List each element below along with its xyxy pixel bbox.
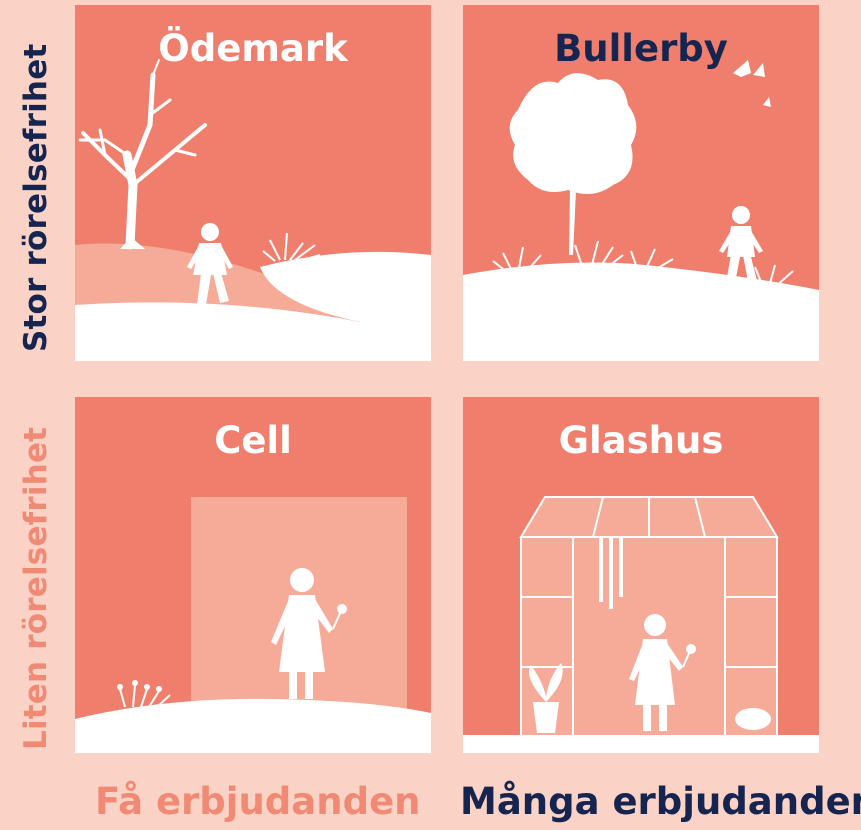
child-silhouette-icon — [629, 614, 683, 731]
grass-icon — [492, 240, 794, 288]
child-silhouette-icon — [187, 223, 233, 305]
bare-tree-icon — [78, 59, 207, 250]
x-axis-label-right: Många erbjudanden — [460, 780, 861, 823]
child-silhouette-icon — [719, 206, 763, 288]
flower-icon — [119, 684, 171, 708]
potted-plant-icon — [528, 663, 563, 733]
flower-icon — [332, 604, 347, 630]
quadrant-title: Bullerby — [554, 27, 728, 70]
y-axis-label-top: Stor rörelsefrihet — [18, 43, 54, 352]
quadrant-cell: Cell — [75, 397, 431, 753]
quadrant-glashus: Glashus — [463, 397, 819, 753]
butterfly-icon — [733, 60, 771, 107]
bullerby-illustration — [463, 60, 819, 361]
child-silhouette-icon — [271, 568, 333, 699]
hanging-plant-icon — [599, 537, 623, 609]
cabbage-icon — [735, 708, 771, 730]
flower-icon — [682, 644, 696, 668]
shrub-icon — [262, 232, 321, 262]
quadrant-title: Ödemark — [158, 27, 348, 70]
quadrant-bullerby: Bullerby — [463, 5, 819, 361]
y-axis-label-bottom: Liten rörelsefrihet — [18, 426, 54, 750]
quadrant-title: Cell — [214, 419, 292, 462]
odemark-illustration — [75, 59, 431, 361]
x-axis-label-left: Få erbjudanden — [95, 780, 421, 823]
leafy-tree-icon — [509, 73, 637, 255]
quadrant-odemark: Ödemark — [75, 5, 431, 361]
quadrant-title: Glashus — [558, 419, 724, 462]
glashus-illustration — [463, 496, 819, 753]
cell-illustration — [75, 497, 431, 753]
